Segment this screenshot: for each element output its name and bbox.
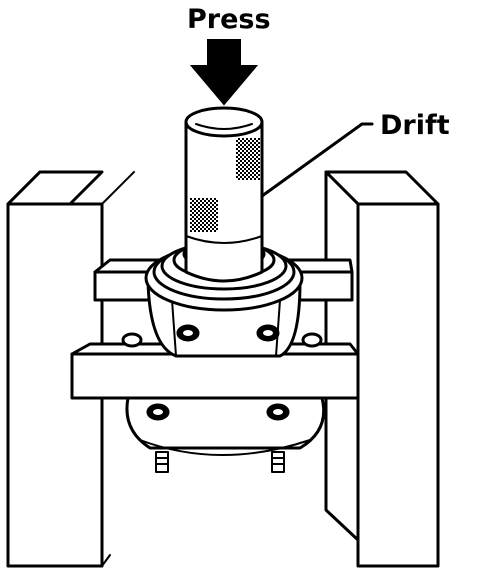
hub-flange-lower: [125, 396, 326, 456]
drift-label: Drift: [380, 110, 450, 141]
press-label: Press: [187, 4, 271, 35]
press-arrow-icon: [189, 39, 259, 106]
left-support-block: [6, 170, 135, 568]
hub-bolts: [155, 451, 285, 473]
drift-tool: [184, 106, 264, 283]
drift-leader-line: [260, 122, 374, 198]
